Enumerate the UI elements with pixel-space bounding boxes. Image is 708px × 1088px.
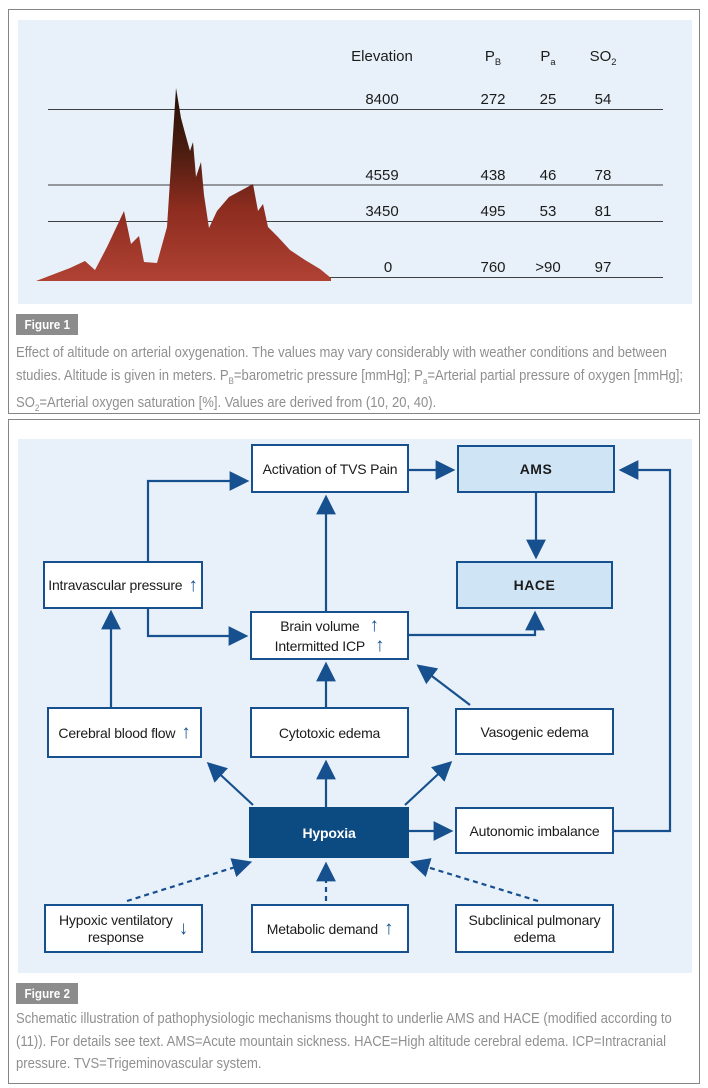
figure2-label: Figure 2 (16, 983, 78, 1004)
node-label: Autonomic imbalance (469, 822, 600, 839)
node-ams: AMS (457, 445, 615, 493)
col-header-pb: PB (484, 48, 502, 67)
cell-pa: 25 (539, 91, 557, 108)
cell-elevation: 4559 (365, 167, 399, 184)
cell-so2: 54 (594, 91, 612, 108)
cell-pb: 272 (480, 91, 506, 108)
cell-pa: 53 (539, 203, 557, 220)
increase-arrow-icon: ↑ (375, 635, 385, 656)
increase-arrow-icon: ↑ (369, 615, 380, 636)
node-label: Cytotoxic edema (278, 724, 381, 741)
figure2-label-text: Figure 2 (24, 986, 70, 1001)
node-activation-tvs-pain: Activation of TVS Pain (251, 444, 409, 493)
node-hypoxia: Hypoxia (249, 807, 409, 858)
node-label: Vasogenic edema (480, 723, 589, 740)
node-label: HACE (513, 577, 556, 593)
node-hace: HACE (456, 561, 613, 609)
node-intravascular-pressure: Intravascular pressure ↑ (43, 561, 203, 609)
cell-pb: 760 (480, 259, 506, 276)
figure2-caption: Schematic illustration of pathophysiolog… (16, 1010, 672, 1072)
figure1-label-text: Figure 1 (24, 317, 70, 332)
node-label: response (87, 929, 144, 945)
node-cytotoxic-edema: Cytotoxic edema (250, 707, 409, 758)
cell-elevation: 3450 (365, 203, 399, 220)
figure1-label: Figure 1 (16, 314, 78, 335)
cell-pa: >90 (535, 259, 561, 276)
cell-pa: 46 (539, 167, 557, 184)
decrease-arrow-icon: ↓ (178, 918, 189, 939)
col-header-so2: SO2 (589, 48, 617, 67)
node-label: Hypoxic ventilatory (58, 912, 173, 928)
cell-so2: 81 (594, 203, 612, 220)
cell-elevation: 0 (383, 259, 393, 276)
cell-so2: 97 (594, 259, 612, 276)
node-label: Activation of TVS Pain (262, 460, 398, 477)
cell-so2: 78 (594, 167, 612, 184)
node-label: edema (513, 929, 556, 945)
figure2-panel (18, 439, 692, 973)
increase-arrow-icon: ↑ (181, 722, 191, 743)
col-header-elevation: Elevation (351, 48, 413, 65)
node-metabolic-demand: Metabolic demand ↑ (251, 904, 409, 953)
node-autonomic-imbalance: Autonomic imbalance (455, 807, 614, 854)
figure1-caption: Effect of altitude on arterial oxygenati… (16, 344, 684, 413)
increase-arrow-icon: ↑ (383, 918, 394, 939)
cell-pb: 438 (480, 167, 506, 184)
node-label: Hypoxia (302, 824, 356, 841)
node-brain-volume-icp: Brain volume ↑ Intermitted ICP ↑ (250, 611, 409, 660)
increase-arrow-icon: ↑ (188, 574, 198, 596)
node-vasogenic-edema: Vasogenic edema (455, 708, 614, 755)
node-label: Intermitted ICP (274, 637, 366, 654)
cell-elevation: 8400 (365, 91, 399, 108)
node-cerebral-blood-flow: Cerebral blood flow ↑ (47, 707, 202, 758)
node-label: AMS (519, 461, 553, 477)
node-subclinical-pulmonary-edema: Subclinical pulmonary edema (455, 904, 614, 953)
node-label: Brain volume (280, 617, 360, 634)
cell-pb: 495 (480, 203, 506, 220)
node-label: Cerebral blood flow (58, 724, 176, 741)
node-label: Subclinical pulmonary (468, 912, 601, 928)
node-label: Metabolic demand (266, 920, 378, 937)
node-hypoxic-ventilatory-response: Hypoxic ventilatory response ↓ (44, 904, 203, 953)
node-label: Intravascular pressure (48, 577, 183, 593)
col-header-pa: Pa (540, 48, 556, 67)
